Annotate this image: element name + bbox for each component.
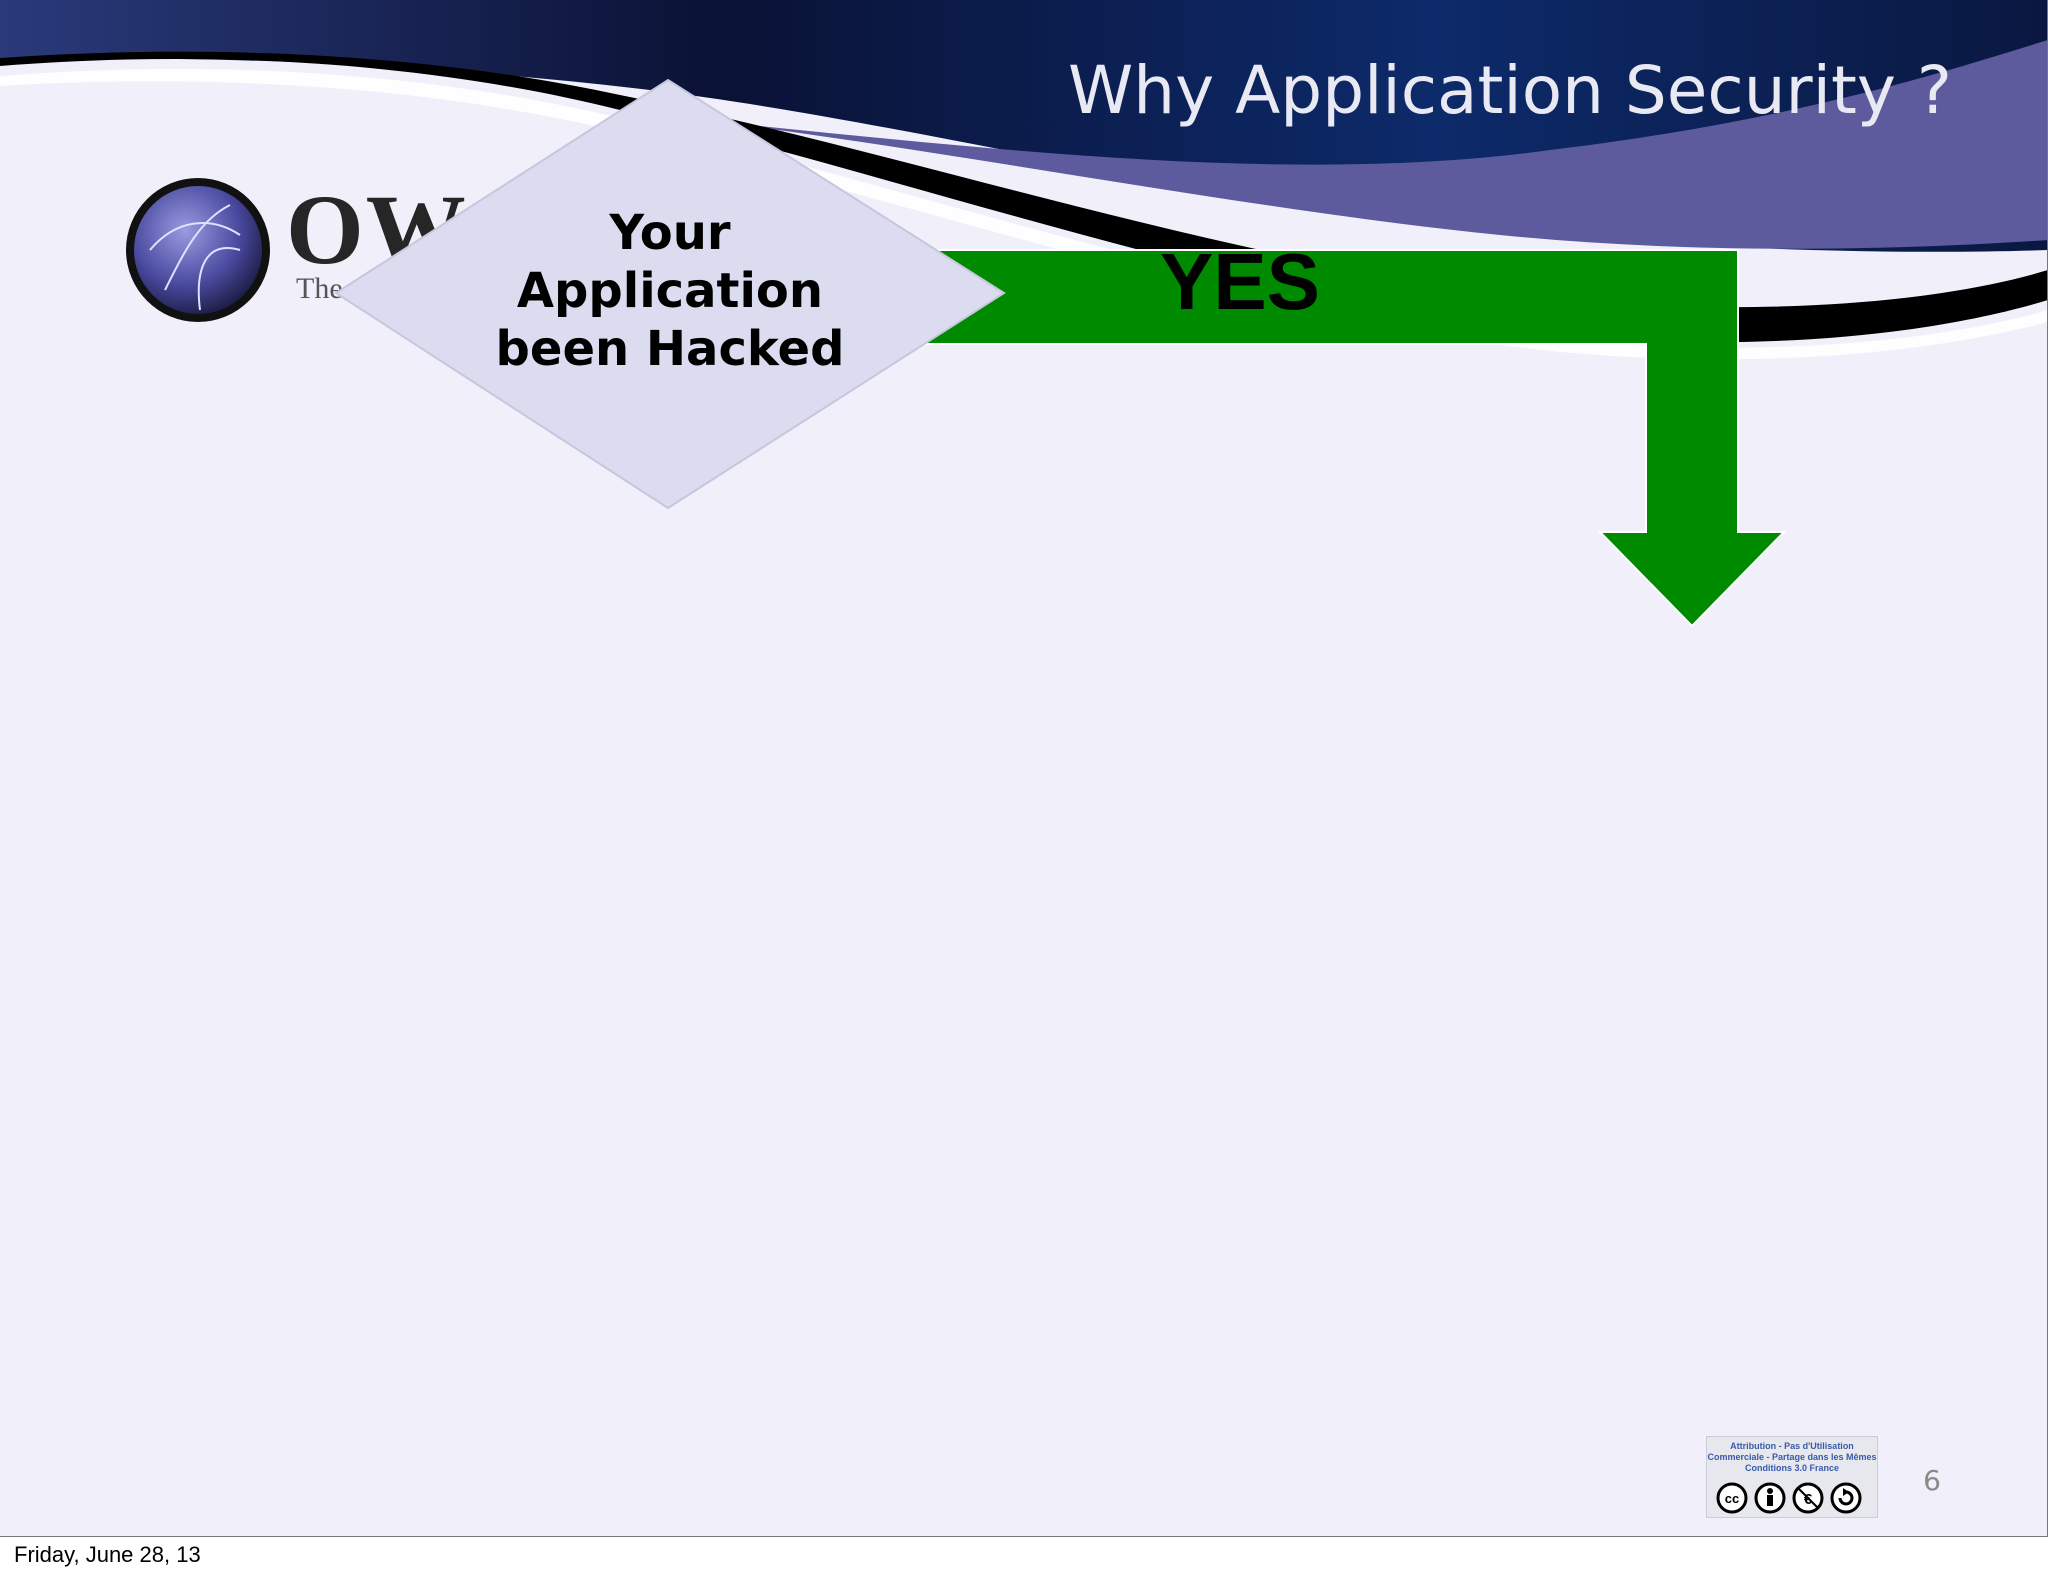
creative-commons-badge: Attribution - Pas d'Utilisation Commerci… [1706, 1436, 1878, 1518]
decision-line: Your [609, 205, 731, 261]
decision-line: been Hacked [495, 321, 845, 377]
slide-title: Why Application Security ? [1068, 52, 1952, 129]
svg-text:cc: cc [1725, 1491, 1739, 1506]
page-number: 6 [1923, 1464, 1941, 1497]
owasp-globe-icon [126, 178, 270, 322]
attribution-icon [1754, 1482, 1786, 1514]
flowchart [334, 78, 1787, 628]
noncommercial-icon: € [1792, 1482, 1824, 1514]
owasp-logo-tagline: The [296, 272, 343, 305]
share-alike-icon [1830, 1482, 1862, 1514]
decision-line: Application [516, 263, 824, 319]
footer-date: Friday, June 28, 13 [14, 1542, 201, 1567]
yes-arrow [899, 249, 1787, 628]
license-text: Attribution - Pas d'Utilisation Commerci… [1707, 1441, 1877, 1473]
slide: Why Application Security ? OWA The Your … [0, 0, 2048, 1537]
cc-icon: cc [1716, 1482, 1748, 1514]
yes-branch-label: YES [1159, 237, 1321, 326]
decision-diamond [334, 78, 1006, 510]
decision-label: Your Application been Hacked [480, 204, 860, 378]
